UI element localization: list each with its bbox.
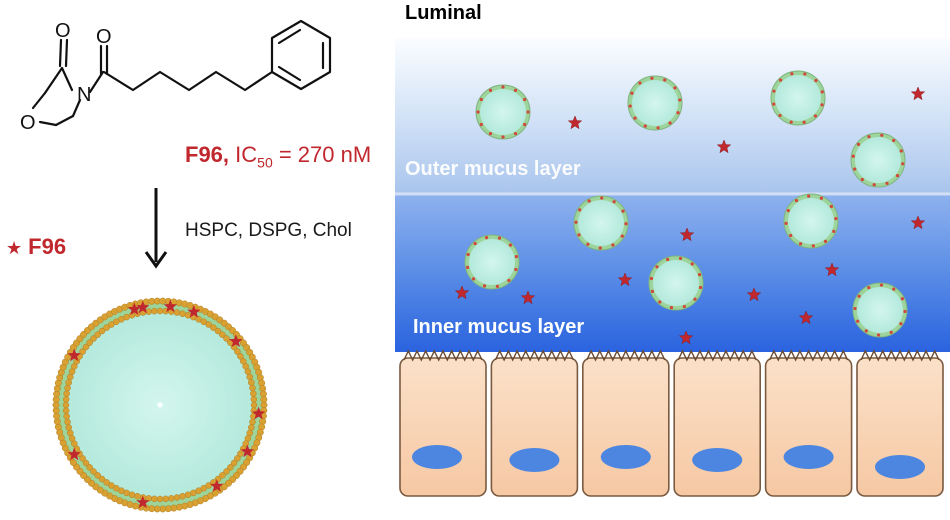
epithelial-cell bbox=[764, 349, 853, 497]
epithelial-cell bbox=[856, 349, 944, 497]
microvilli bbox=[677, 349, 757, 362]
ic-value: = 270 nM bbox=[272, 142, 372, 167]
microvilli bbox=[403, 349, 483, 362]
vesicle bbox=[770, 70, 826, 126]
red-star-icon bbox=[746, 287, 762, 302]
epithelial-cells bbox=[399, 349, 944, 497]
red-star-icon bbox=[454, 285, 470, 300]
red-star-icon bbox=[567, 115, 583, 130]
red-star-icon bbox=[679, 227, 695, 242]
red-star-icon bbox=[127, 302, 141, 315]
microvilli bbox=[494, 349, 575, 362]
nucleus bbox=[600, 445, 651, 469]
outer-mucus-label: Outer mucus layer bbox=[405, 158, 581, 180]
free-drug-group bbox=[454, 86, 926, 345]
nucleus bbox=[412, 445, 462, 469]
atom-ring-oxygen: O bbox=[20, 112, 36, 134]
red-star-icon bbox=[163, 299, 177, 313]
vesicle bbox=[573, 195, 629, 251]
red-star-icon bbox=[136, 300, 150, 314]
molecule-structure bbox=[31, 19, 332, 127]
red-star-icon bbox=[187, 305, 201, 318]
red-star-icon bbox=[252, 406, 266, 420]
legend: ★F96 bbox=[6, 234, 66, 260]
red-star-icon bbox=[210, 479, 224, 492]
atom-carbonyl-o-right: O bbox=[96, 26, 112, 48]
red-star-icon bbox=[798, 310, 814, 325]
red-star-icon bbox=[716, 139, 732, 154]
microvilli bbox=[586, 349, 666, 362]
red-star-icon bbox=[67, 348, 81, 362]
ic-subscript: 50 bbox=[257, 154, 273, 171]
vesicle bbox=[464, 234, 520, 290]
epithelial-cell bbox=[399, 349, 487, 497]
red-star-icon bbox=[229, 334, 243, 347]
red-star-icon: ★ bbox=[6, 238, 23, 258]
compound-label: F96, IC50 = 270 nM bbox=[185, 142, 371, 170]
atom-nitrogen: N bbox=[77, 84, 91, 106]
atom-labels: O O N O bbox=[20, 20, 112, 134]
red-star-icon bbox=[67, 447, 81, 461]
nucleus bbox=[692, 448, 743, 472]
vesicle bbox=[475, 84, 531, 140]
vesicle bbox=[852, 282, 908, 338]
liposome-drug-stars bbox=[67, 299, 266, 509]
luminal-title: Luminal bbox=[405, 2, 482, 24]
vesicle bbox=[850, 132, 906, 188]
red-star-icon bbox=[136, 495, 150, 509]
nucleus bbox=[875, 455, 925, 479]
epithelial-cell bbox=[490, 349, 579, 497]
red-star-icon bbox=[824, 262, 840, 277]
microvilli bbox=[768, 349, 849, 362]
ic-label: IC bbox=[235, 142, 258, 167]
red-star-icon bbox=[617, 272, 633, 287]
vesicle-group bbox=[464, 70, 908, 338]
epithelial-cell bbox=[581, 349, 670, 497]
reaction-arrow bbox=[144, 188, 168, 269]
reagents-label: HSPC, DSPG, Chol bbox=[185, 220, 352, 241]
red-star-icon bbox=[910, 215, 926, 230]
epithelial-cell bbox=[673, 349, 762, 497]
liposome-large bbox=[52, 297, 268, 513]
legend-label: F96 bbox=[28, 234, 67, 259]
compound-name: F96, bbox=[185, 142, 230, 167]
red-star-icon bbox=[910, 86, 926, 101]
microvilli bbox=[860, 349, 940, 362]
red-star-icon bbox=[678, 330, 694, 345]
vesicle bbox=[627, 75, 683, 131]
red-star-icon bbox=[520, 290, 536, 305]
atom-carbonyl-o-left: O bbox=[55, 20, 71, 42]
liposome-center bbox=[157, 402, 163, 408]
inner-mucus-label: Inner mucus layer bbox=[413, 316, 585, 338]
red-star-icon bbox=[240, 444, 255, 458]
vesicle bbox=[648, 255, 704, 311]
vesicle bbox=[783, 193, 839, 249]
nucleus bbox=[509, 448, 560, 472]
lipid-headgroups bbox=[52, 297, 268, 513]
nucleus bbox=[783, 445, 834, 469]
